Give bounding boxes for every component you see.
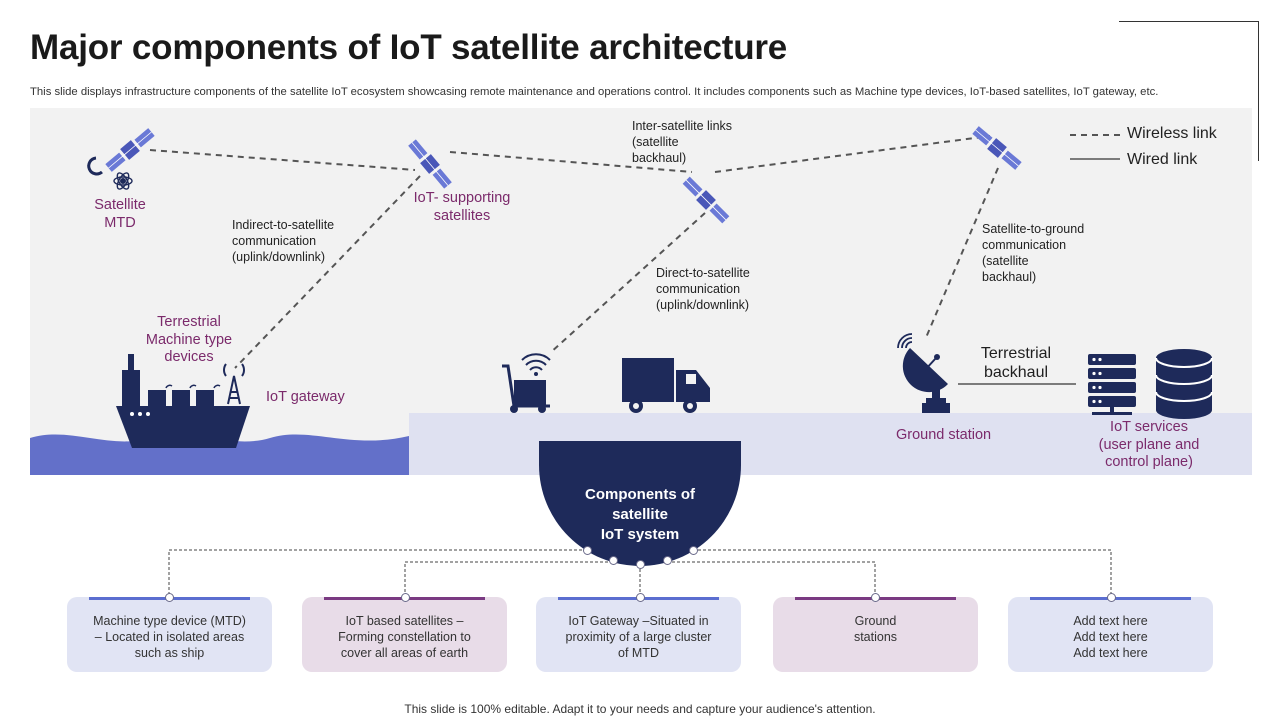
- water-waves: [30, 434, 409, 475]
- hub-label: Components of satellite IoT system: [539, 485, 741, 545]
- hub-label-line: Components of: [585, 486, 695, 503]
- connector-dot: [663, 556, 672, 565]
- card-connector-dot: [1107, 593, 1116, 602]
- legend-wireless-label: Wireless link: [1127, 125, 1217, 142]
- connector-dot: [583, 546, 592, 555]
- card-text-line: Forming constellation to: [338, 630, 471, 644]
- label-line: MTD: [104, 214, 136, 231]
- satellite-icon-right: [972, 126, 1022, 170]
- label-terrestrial-backhaul: Terrestrial backhaul: [970, 344, 1062, 382]
- connector-dot: [609, 556, 618, 565]
- database-icon: [1155, 349, 1213, 419]
- label-line: communication: [656, 282, 741, 296]
- hub-label-line: IoT system: [600, 526, 680, 543]
- label-line: IoT services: [1110, 419, 1188, 435]
- card-text-line: such as ship: [134, 646, 205, 660]
- card-connector-dot: [165, 593, 174, 602]
- wireless-link-sat-to-ground: [924, 167, 999, 341]
- footer-note: This slide is 100% editable. Adapt it to…: [404, 702, 876, 716]
- label-line: backhaul: [983, 364, 1049, 381]
- label-iot-services: IoT services (user plane and control pla…: [1094, 419, 1204, 472]
- page-subtitle: This slide displays infrastructure compo…: [30, 86, 1159, 98]
- label-line: backhaul): [982, 270, 1037, 284]
- hand-cart-icon: [502, 353, 551, 413]
- wireless-link-inter-sat-1: [449, 151, 693, 173]
- card-add-text: Add text here Add text here Add text her…: [1008, 597, 1213, 672]
- label-line: backhaul): [632, 151, 687, 165]
- label-line: communication: [982, 238, 1067, 252]
- label-line: Terrestrial: [157, 314, 221, 330]
- links-layer: [30, 126, 1213, 475]
- card-text-line: IoT based satellites –: [345, 614, 464, 628]
- card-text-line: cover all areas of earth: [340, 646, 469, 660]
- satellite-dish-icon: [897, 333, 950, 413]
- wireless-link-mtd-to-sat: [149, 149, 416, 171]
- label-line: Terrestrial: [980, 345, 1052, 362]
- label-iot-supporting-satellites: IoT- supporting satellites: [410, 190, 514, 225]
- label-ground-station: Ground station: [896, 427, 992, 443]
- wireless-link-indirect: [234, 175, 421, 369]
- decorative-line-vertical: [1258, 21, 1259, 161]
- connector-dot: [636, 560, 645, 569]
- label-line: Direct-to-satellite: [656, 266, 750, 280]
- label-inter-satellite-links: Inter-satellite links (satellite backhau…: [632, 118, 732, 166]
- card-text-line: Machine type device (MTD): [93, 614, 246, 628]
- decorative-line: [1119, 21, 1259, 22]
- card-text-line: – Located in isolated areas: [94, 630, 245, 644]
- label-line: (uplink/downlink): [656, 298, 750, 312]
- card-text-line: IoT Gateway –Situated in: [568, 614, 709, 628]
- label-line: control plane): [1105, 454, 1193, 470]
- card-text-line: proximity of a large cluster: [565, 630, 712, 644]
- label-line: devices: [164, 349, 214, 365]
- card-text-line: Add text here: [1073, 630, 1148, 644]
- wireless-link-direct: [549, 212, 706, 354]
- label-terrestrial-mtd: Terrestrial Machine type devices: [138, 314, 240, 367]
- wireless-link-inter-sat-2: [714, 135, 991, 173]
- card-machine-type-device: Machine type device (MTD) – Located in i…: [67, 597, 272, 672]
- card-text-line: Add text here: [1073, 614, 1148, 628]
- label-line: Inter-satellite links: [632, 119, 733, 133]
- card-connector-dot: [401, 593, 410, 602]
- label-line: satellites: [433, 207, 491, 224]
- satellite-icon-mtd: [87, 128, 155, 190]
- card-iot-satellites: IoT based satellites – Forming constella…: [302, 597, 507, 672]
- label-line: communication: [232, 234, 317, 248]
- architecture-scene: Satellite MTD IoT- supporting satellites…: [30, 108, 1252, 475]
- server-rack-icon: [1088, 354, 1136, 415]
- label-line: Satellite: [94, 197, 146, 213]
- card-connector-dot: [871, 593, 880, 602]
- satellite-icon-iot-supporting: [408, 139, 452, 189]
- label-satellite-mtd: Satellite MTD: [90, 197, 150, 232]
- truck-icon: [622, 358, 710, 413]
- card-text-line: Ground: [854, 614, 897, 628]
- card-ground-stations: Ground stations: [773, 597, 978, 672]
- label-indirect-communication: Indirect-to-satellite communication (upl…: [232, 217, 334, 265]
- card-connector-dot: [636, 593, 645, 602]
- label-line: (satellite: [982, 254, 1029, 268]
- label-direct-communication: Direct-to-satellite communication (uplin…: [656, 265, 750, 313]
- hub-label-line: satellite: [612, 506, 668, 523]
- card-text-line: stations: [853, 630, 898, 644]
- label-line: (satellite: [632, 135, 679, 149]
- ship-icon: [116, 354, 250, 448]
- label-line: IoT- supporting: [413, 190, 511, 206]
- label-line: Indirect-to-satellite: [232, 218, 335, 232]
- card-text-line: Add text here: [1073, 646, 1148, 660]
- label-iot-gateway: IoT gateway: [266, 389, 345, 405]
- legend-wired-label: Wired link: [1127, 151, 1198, 168]
- card-iot-gateway: IoT Gateway –Situated in proximity of a …: [536, 597, 741, 672]
- label-line: (user plane and: [1098, 436, 1200, 453]
- label-line: (uplink/downlink): [232, 250, 326, 264]
- connector-dot: [689, 546, 698, 555]
- label-line: Machine type: [145, 331, 233, 348]
- label-line: Satellite-to-ground: [982, 222, 1085, 236]
- card-text-line: of MTD: [618, 646, 659, 660]
- label-satellite-to-ground: Satellite-to-ground communication (satel…: [982, 221, 1084, 285]
- page-title: Major components of IoT satellite archit…: [30, 28, 788, 67]
